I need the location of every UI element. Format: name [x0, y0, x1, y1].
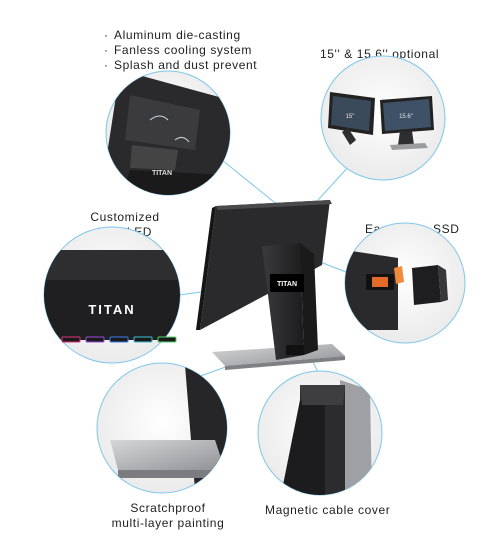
pos-terminal: TITAN: [196, 200, 345, 370]
painting-label: Scratchproof multi-layer painting: [111, 501, 225, 530]
terminal-base-edge: [225, 356, 345, 370]
terminal-logo-text: TITAN: [277, 281, 297, 288]
bullet-item: ·Aluminum die-casting: [104, 28, 241, 42]
detail-circle-ssd: [344, 222, 466, 344]
led-logo-text: TITAN: [88, 302, 135, 317]
cable-cover-label: Magnetic cable cover: [265, 503, 391, 517]
bullet-item: ·Fanless cooling system: [104, 43, 252, 57]
size-15-text: 15": [346, 114, 355, 120]
size-156-text: 15.6": [399, 114, 413, 120]
detail-circle-diecasting: TITAN: [105, 70, 231, 196]
led-color-strip: [61, 336, 177, 343]
terminal-stand: [262, 243, 304, 360]
sizes-label: 15'' & 15.6'' optional: [320, 47, 440, 61]
detail-logo-text: TITAN: [152, 170, 172, 177]
detail-circle-painting: [96, 362, 228, 494]
feature-bullet-list: ·Aluminum die-casting ·Fanless cooling s…: [104, 28, 257, 73]
detail-circle-sizes: 15" 15.6": [320, 55, 446, 181]
detail-circle-cable-cover: [257, 370, 383, 496]
detail-circle-logo-led: TITAN: [43, 226, 181, 364]
terminal-logo-plate: [270, 274, 304, 292]
cable-cover-small: [286, 345, 304, 355]
bullet-item: ·Splash and dust prevent: [104, 58, 258, 72]
